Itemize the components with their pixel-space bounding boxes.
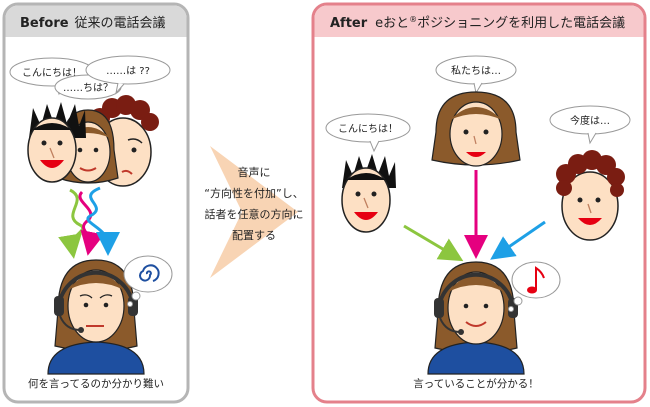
after-caption: 言っていることが分かる！: [413, 377, 538, 390]
middle-text-3: 話者を任意の方向に: [205, 207, 304, 221]
middle-text-2: “方向性を付加”し、: [204, 186, 303, 200]
tangled-arrows: [58, 186, 120, 259]
listener-confused-icon: [47, 259, 145, 375]
after-bubble-left: こんにちは！: [325, 113, 411, 153]
arrow-green: [403, 224, 464, 262]
speaker-woman-icon: [431, 91, 521, 167]
music-note-icon: [527, 266, 545, 294]
before-bubble-3-text: ……ちは？: [63, 82, 113, 94]
spiral-icon: [139, 264, 160, 282]
music-thought-bubble: [508, 261, 561, 312]
listener-happy-icon: [427, 261, 525, 375]
arrow-blue: [490, 220, 546, 260]
speaker-spiky-man-icon: [341, 154, 396, 233]
direction-arrows: [403, 170, 546, 262]
before-bubble-1-text: こんにちは！: [22, 67, 82, 79]
spiky-man-face-icon: [27, 102, 86, 183]
middle-text-4: 配置する: [232, 229, 276, 242]
after-bubble-left-text: こんにちは！: [338, 123, 398, 135]
after-bubble-center-text: 私たちは…: [451, 65, 501, 77]
confusion-thought-bubble: [123, 255, 173, 307]
middle-text-1: 音声に: [238, 165, 271, 179]
transition-arrow: 音声に “方向性を付加”し、 話者を任意の方向に 配置する: [204, 146, 304, 278]
before-caption: 何を言ってるのか分かり難い: [28, 377, 164, 390]
after-bubble-right: 今度は…: [549, 105, 631, 145]
before-bubble-2-text: ……は ??: [106, 65, 150, 77]
after-bubble-right-text: 今度は…: [570, 114, 610, 127]
speaker-curly-man-icon: [556, 150, 625, 241]
before-bubble-2: ……は ??: [85, 55, 171, 95]
after-bubble-center: 私たちは…: [435, 55, 517, 95]
